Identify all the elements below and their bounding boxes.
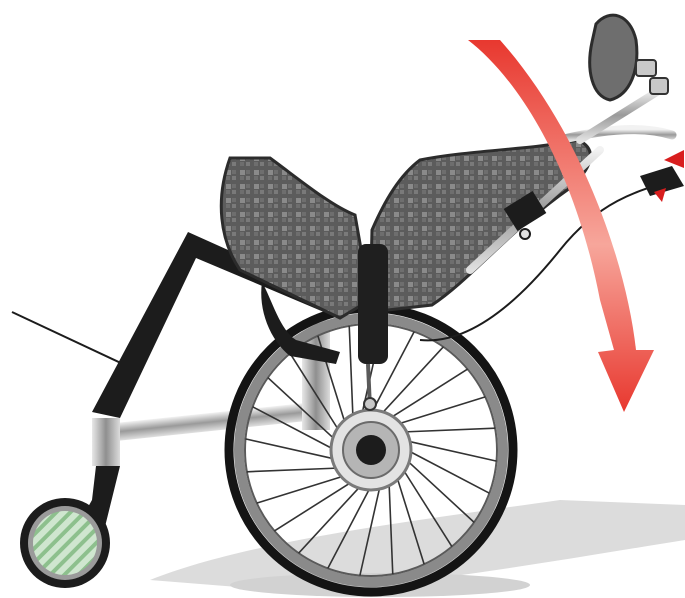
- backrest-strap: [358, 244, 388, 364]
- spoke: [245, 439, 336, 459]
- seat-cushion: [221, 158, 370, 318]
- spoke: [349, 326, 353, 419]
- caster-post: [92, 418, 120, 466]
- spoke: [396, 397, 485, 425]
- spoke: [247, 468, 340, 472]
- spoke: [402, 428, 495, 432]
- headrest: [590, 15, 637, 100]
- spoke: [257, 475, 346, 503]
- spoke: [406, 441, 497, 461]
- front-caster: [20, 498, 110, 588]
- backrest: [370, 140, 590, 312]
- frame-tube: [110, 401, 331, 442]
